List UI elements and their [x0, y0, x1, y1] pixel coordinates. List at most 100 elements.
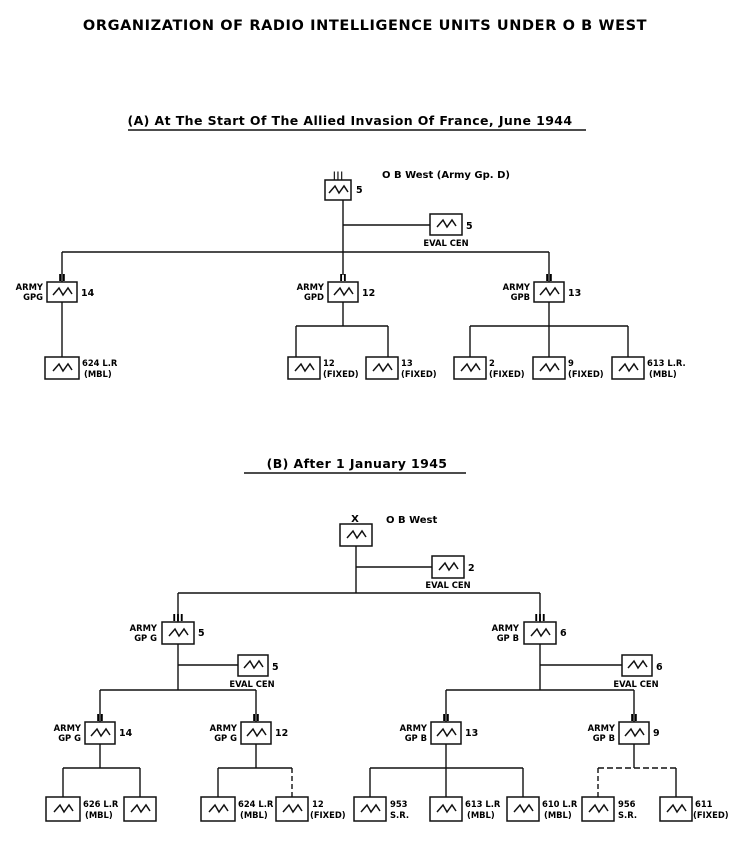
- section-b-heading: (B) After 1 January 1945: [267, 456, 448, 471]
- svg-text:13: 13: [401, 358, 413, 368]
- echelon-mark: II: [58, 273, 65, 284]
- section-a-unit: 613 L.R. (MBL): [611, 356, 686, 380]
- svg-text:GP B: GP B: [593, 733, 615, 743]
- echelon-mark: III: [172, 613, 183, 624]
- svg-text:9: 9: [568, 358, 574, 368]
- svg-text:12: 12: [323, 358, 335, 368]
- svg-text:ARMY: ARMY: [297, 282, 325, 292]
- svg-text:EVAL CEN: EVAL CEN: [423, 238, 468, 248]
- svg-text:S.R.: S.R.: [618, 810, 637, 820]
- svg-text:GPD: GPD: [304, 292, 324, 302]
- svg-text:ARMY: ARMY: [588, 723, 616, 733]
- root-label: O B West: [386, 515, 437, 526]
- svg-text:610 L.R: 610 L.R: [542, 799, 578, 809]
- svg-text:(MBL): (MBL): [85, 810, 113, 820]
- svg-text:GP B: GP B: [497, 633, 519, 643]
- svg-text:6: 6: [656, 662, 663, 673]
- svg-text:ARMY: ARMY: [492, 623, 520, 633]
- echelon-mark: II: [96, 713, 103, 724]
- section-a-army-group: II ARMY GPG 14: [16, 273, 95, 303]
- svg-text:ARMY: ARMY: [54, 723, 82, 733]
- svg-text:(FIXED): (FIXED): [489, 369, 525, 379]
- echelon-mark: II: [442, 713, 449, 724]
- section-a-unit: 9 (FIXED): [532, 356, 604, 380]
- section-b-group-eval-center: 5 EVAL CEN: [229, 654, 279, 689]
- svg-text:ARMY: ARMY: [210, 723, 238, 733]
- section-a-root-node: ||| 5 O B West (Army Gp. D): [324, 170, 510, 201]
- section-b-unit: 610 L.R (MBL): [506, 796, 578, 822]
- svg-text:6: 6: [560, 628, 567, 639]
- section-b-connectors: [62, 546, 677, 797]
- section-a-eval-center: 5 EVAL CEN: [423, 213, 473, 248]
- section-b-unit: [123, 796, 157, 822]
- svg-text:EVAL CEN: EVAL CEN: [425, 580, 470, 590]
- svg-text:(MBL): (MBL): [240, 810, 268, 820]
- svg-text:953: 953: [390, 799, 408, 809]
- svg-text:626 L.R: 626 L.R: [83, 799, 119, 809]
- section-b-subgroup: II ARMY GP B 13: [400, 713, 478, 745]
- svg-text:(FIXED): (FIXED): [693, 810, 729, 820]
- section-b-subgroup: II ARMY GP G 12: [210, 713, 288, 745]
- section-a-unit: 2 (FIXED): [453, 356, 525, 380]
- unit-number: 5: [356, 185, 363, 196]
- svg-text:(FIXED): (FIXED): [310, 810, 346, 820]
- svg-text:(FIXED): (FIXED): [401, 369, 437, 379]
- echelon-mark: II: [630, 713, 637, 724]
- section-b-unit: 611 (FIXED): [659, 796, 729, 822]
- echelon-mark: II: [339, 273, 346, 284]
- svg-text:EVAL CEN: EVAL CEN: [229, 679, 274, 689]
- svg-text:GPG: GPG: [23, 292, 43, 302]
- svg-text:14: 14: [119, 728, 133, 739]
- svg-text:2: 2: [489, 358, 495, 368]
- svg-text:S.R.: S.R.: [390, 810, 409, 820]
- section-a-army-group: II ARMY GPD 12: [297, 273, 375, 303]
- svg-text:GPB: GPB: [511, 292, 530, 302]
- section-b-unit: 956 S.R.: [581, 796, 637, 822]
- section-a-connectors: [61, 200, 629, 357]
- section-b-subgroup: II ARMY GP B 9: [588, 713, 660, 745]
- svg-text:ARMY: ARMY: [400, 723, 428, 733]
- svg-text:5: 5: [198, 628, 205, 639]
- section-b-unit: 626 L.R (MBL): [45, 796, 119, 822]
- svg-text:624 L.R: 624 L.R: [82, 358, 118, 368]
- section-a-army-group: II ARMY GPB 13: [503, 273, 581, 303]
- svg-text:(FIXED): (FIXED): [568, 369, 604, 379]
- svg-text:9: 9: [653, 728, 660, 739]
- svg-text:5: 5: [272, 662, 279, 673]
- section-b-army-group: III ARMY GP B 6: [492, 613, 567, 645]
- svg-text:GP G: GP G: [58, 733, 81, 743]
- svg-text:12: 12: [312, 799, 324, 809]
- svg-text:(MBL): (MBL): [649, 369, 677, 379]
- section-b-group-eval-center: 6 EVAL CEN: [613, 654, 663, 689]
- section-a-heading: (A) At The Start Of The Allied Invasion …: [128, 113, 573, 128]
- svg-text:12: 12: [275, 728, 288, 739]
- svg-text:ARMY: ARMY: [503, 282, 531, 292]
- section-b-unit: 624 L.R (MBL): [200, 796, 274, 822]
- echelon-mark: III: [534, 613, 545, 624]
- svg-text:14: 14: [81, 288, 95, 299]
- section-b-unit: 12 (FIXED): [275, 796, 346, 822]
- svg-text:GP G: GP G: [214, 733, 237, 743]
- svg-text:ARMY: ARMY: [130, 623, 158, 633]
- svg-text:(MBL): (MBL): [544, 810, 572, 820]
- echelon-mark: II: [545, 273, 552, 284]
- svg-text:13: 13: [465, 728, 478, 739]
- section-b-unit: 953 S.R.: [353, 796, 409, 822]
- section-b-root-node: X O B West: [339, 514, 437, 547]
- svg-text:GP B: GP B: [405, 733, 427, 743]
- svg-text:(MBL): (MBL): [467, 810, 495, 820]
- chart-title: ORGANIZATION OF RADIO INTELLIGENCE UNITS…: [83, 18, 647, 34]
- svg-text:611: 611: [695, 799, 713, 809]
- section-b-unit: 613 L.R (MBL): [429, 796, 501, 822]
- svg-text:GP G: GP G: [134, 633, 157, 643]
- svg-text:ARMY: ARMY: [16, 282, 44, 292]
- section-a-unit: 624 L.R (MBL): [44, 356, 118, 380]
- svg-text:12: 12: [362, 288, 375, 299]
- echelon-mark: II: [252, 713, 259, 724]
- svg-text:(FIXED): (FIXED): [323, 369, 359, 379]
- svg-text:13: 13: [568, 288, 581, 299]
- echelon-mark: |||: [333, 171, 344, 182]
- svg-text:624 L.R: 624 L.R: [238, 799, 274, 809]
- section-b-eval-center: 2 EVAL CEN: [425, 555, 475, 590]
